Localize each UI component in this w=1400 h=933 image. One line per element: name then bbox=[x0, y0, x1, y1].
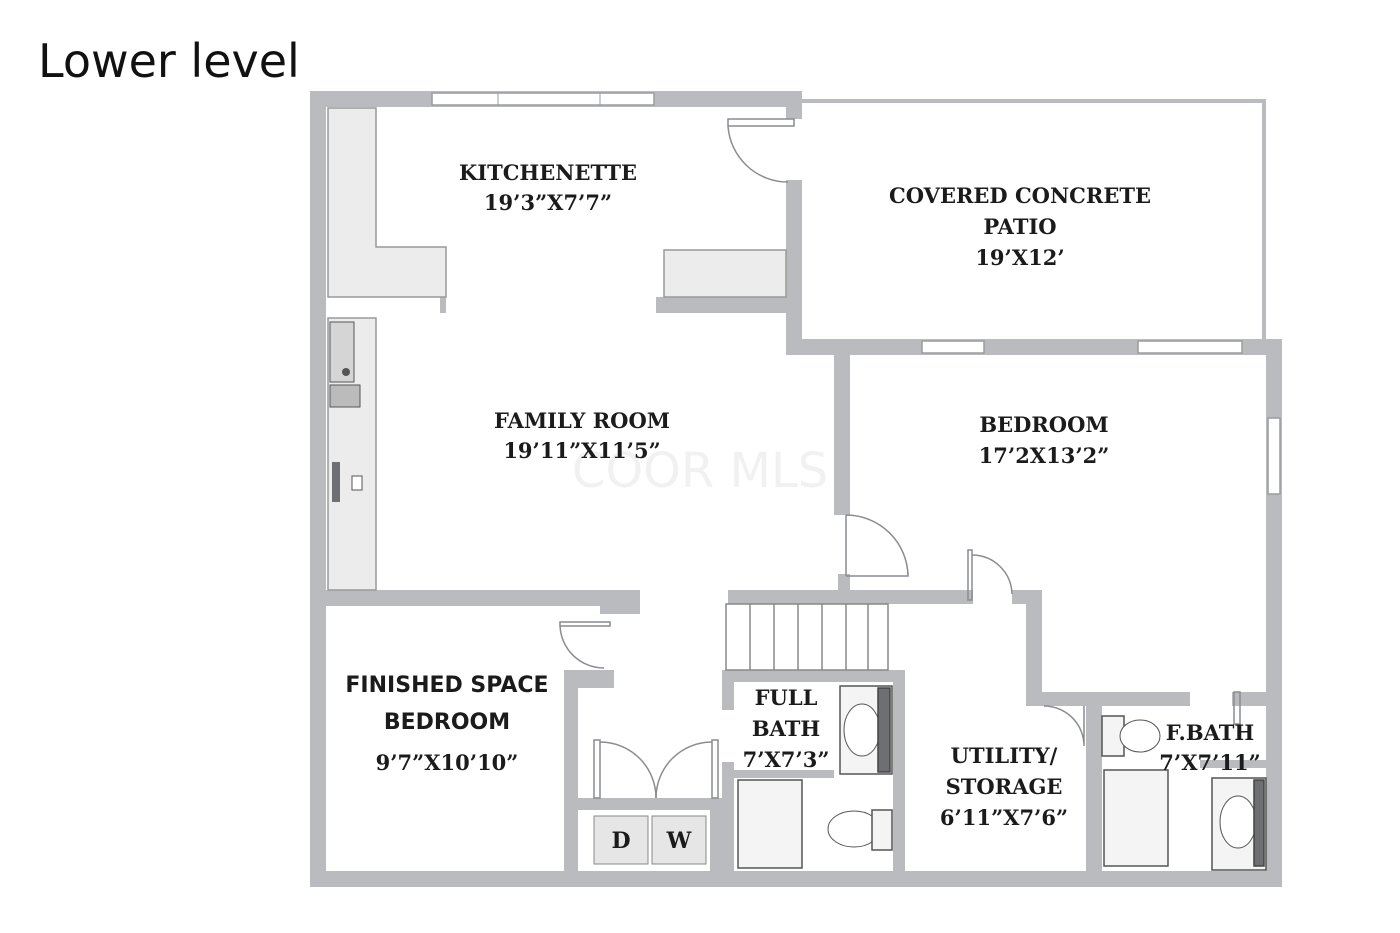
dryer-label: D bbox=[611, 828, 630, 854]
doors bbox=[559, 118, 1241, 799]
room-name: BEDROOM bbox=[979, 412, 1108, 437]
stairs bbox=[725, 603, 889, 671]
room-name: UTILITY/ bbox=[951, 743, 1058, 768]
windows bbox=[431, 92, 1281, 495]
room-name: F.BATH bbox=[1166, 720, 1254, 745]
kitchen-counters bbox=[327, 107, 787, 591]
room-name: BEDROOM bbox=[384, 710, 510, 735]
room-size: 17’2X13’2” bbox=[979, 443, 1110, 468]
room-size: 9’7”X10’10” bbox=[376, 750, 519, 775]
room-name: FULL bbox=[755, 685, 818, 710]
room-name: BATH bbox=[752, 716, 820, 741]
room-name: STORAGE bbox=[946, 774, 1063, 799]
room-name: KITCHENETTE bbox=[459, 160, 637, 185]
room-name: PATIO bbox=[983, 214, 1056, 239]
watermark: COOR MLS bbox=[572, 443, 828, 499]
room-size: 19’11”X11’5” bbox=[503, 438, 660, 463]
room-size: 19’3”X7’7” bbox=[484, 190, 612, 215]
room-size: 7’X7’11” bbox=[1159, 750, 1260, 775]
room-labels: KITCHENETTE 19’3”X7’7” COVERED CONCRETE PAT… bbox=[345, 160, 1260, 830]
page-title: Lower level bbox=[38, 34, 300, 88]
laundry: D W bbox=[593, 815, 707, 865]
room-size: 6’11”X7’6” bbox=[940, 805, 1068, 830]
f-bath-fixtures bbox=[1101, 715, 1267, 871]
washer-label: W bbox=[666, 828, 692, 854]
room-name: FAMILY ROOM bbox=[494, 408, 670, 433]
room-size: 19’X12’ bbox=[975, 245, 1064, 270]
room-name: FINISHED SPACE bbox=[345, 673, 548, 698]
full-bath-fixtures bbox=[737, 685, 893, 869]
room-size: 7’X7’3” bbox=[743, 747, 830, 772]
room-name: COVERED CONCRETE bbox=[889, 183, 1151, 208]
